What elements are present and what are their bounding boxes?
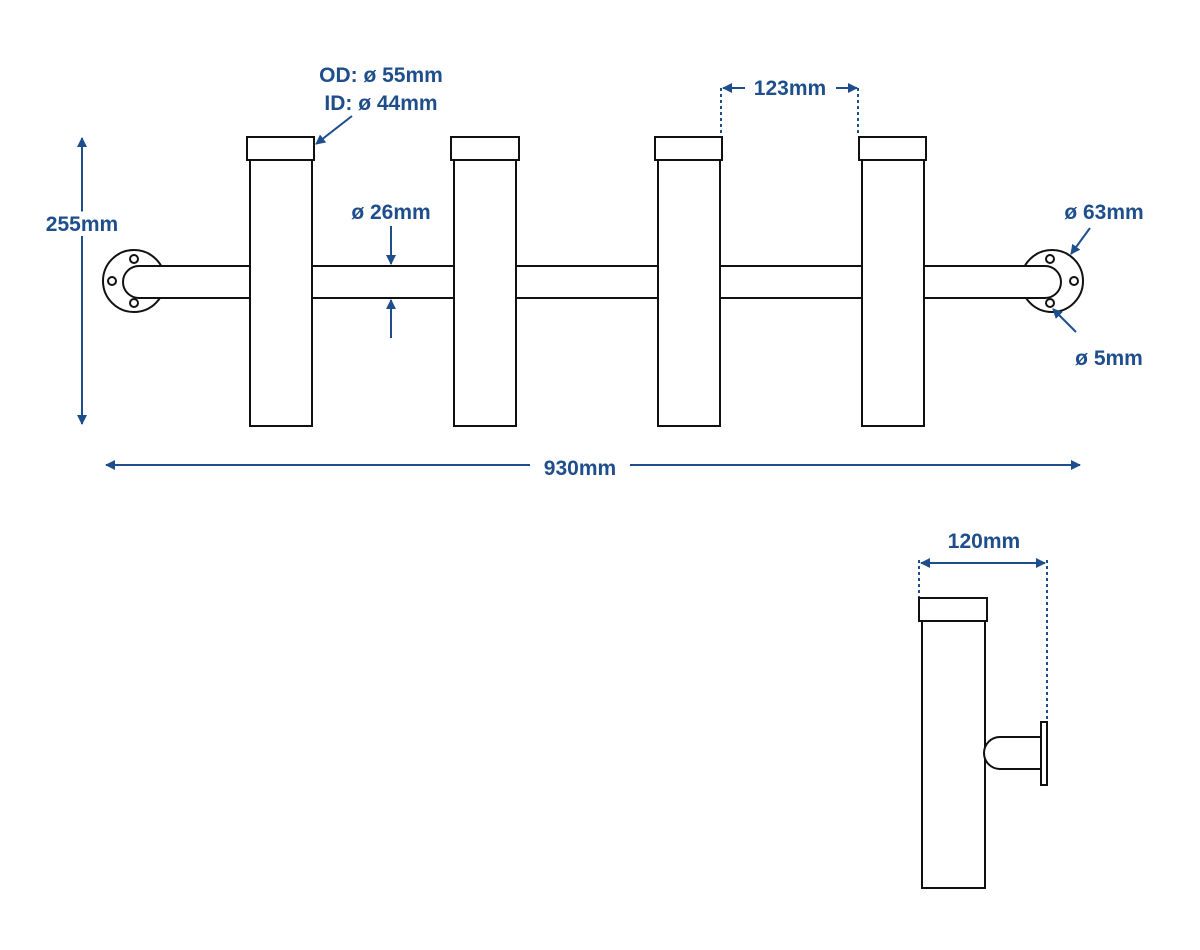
flange-diameter-label: ø 63mm (1064, 201, 1143, 224)
length-label: 930mm (544, 457, 616, 480)
front-view (102, 136, 1084, 427)
side-cap (918, 597, 988, 622)
rod-tube-3 (654, 136, 723, 427)
rod-tube-4 (858, 136, 927, 427)
side-flange-plate (1040, 721, 1048, 786)
od-label: OD: ø 55mm (319, 64, 443, 87)
hole-diameter-label: ø 5mm (1075, 347, 1143, 370)
depth-label: 120mm (948, 530, 1020, 553)
side-view (918, 597, 1048, 889)
id-label: ID: ø 44mm (324, 92, 437, 115)
mounting-rail (122, 265, 1062, 299)
flange-diameter-arrow (1070, 227, 1091, 255)
hole-diameter-arrow (1052, 308, 1077, 333)
rod-tube-1 (246, 136, 315, 427)
spacing-label: 123mm (754, 77, 826, 100)
rod-tube-2 (450, 136, 520, 427)
height-label: 255mm (46, 213, 118, 236)
side-tube (921, 619, 986, 889)
side-arm (983, 736, 1042, 770)
rail-diameter-label: ø 26mm (351, 201, 430, 224)
od-leader-arrow (315, 115, 353, 145)
